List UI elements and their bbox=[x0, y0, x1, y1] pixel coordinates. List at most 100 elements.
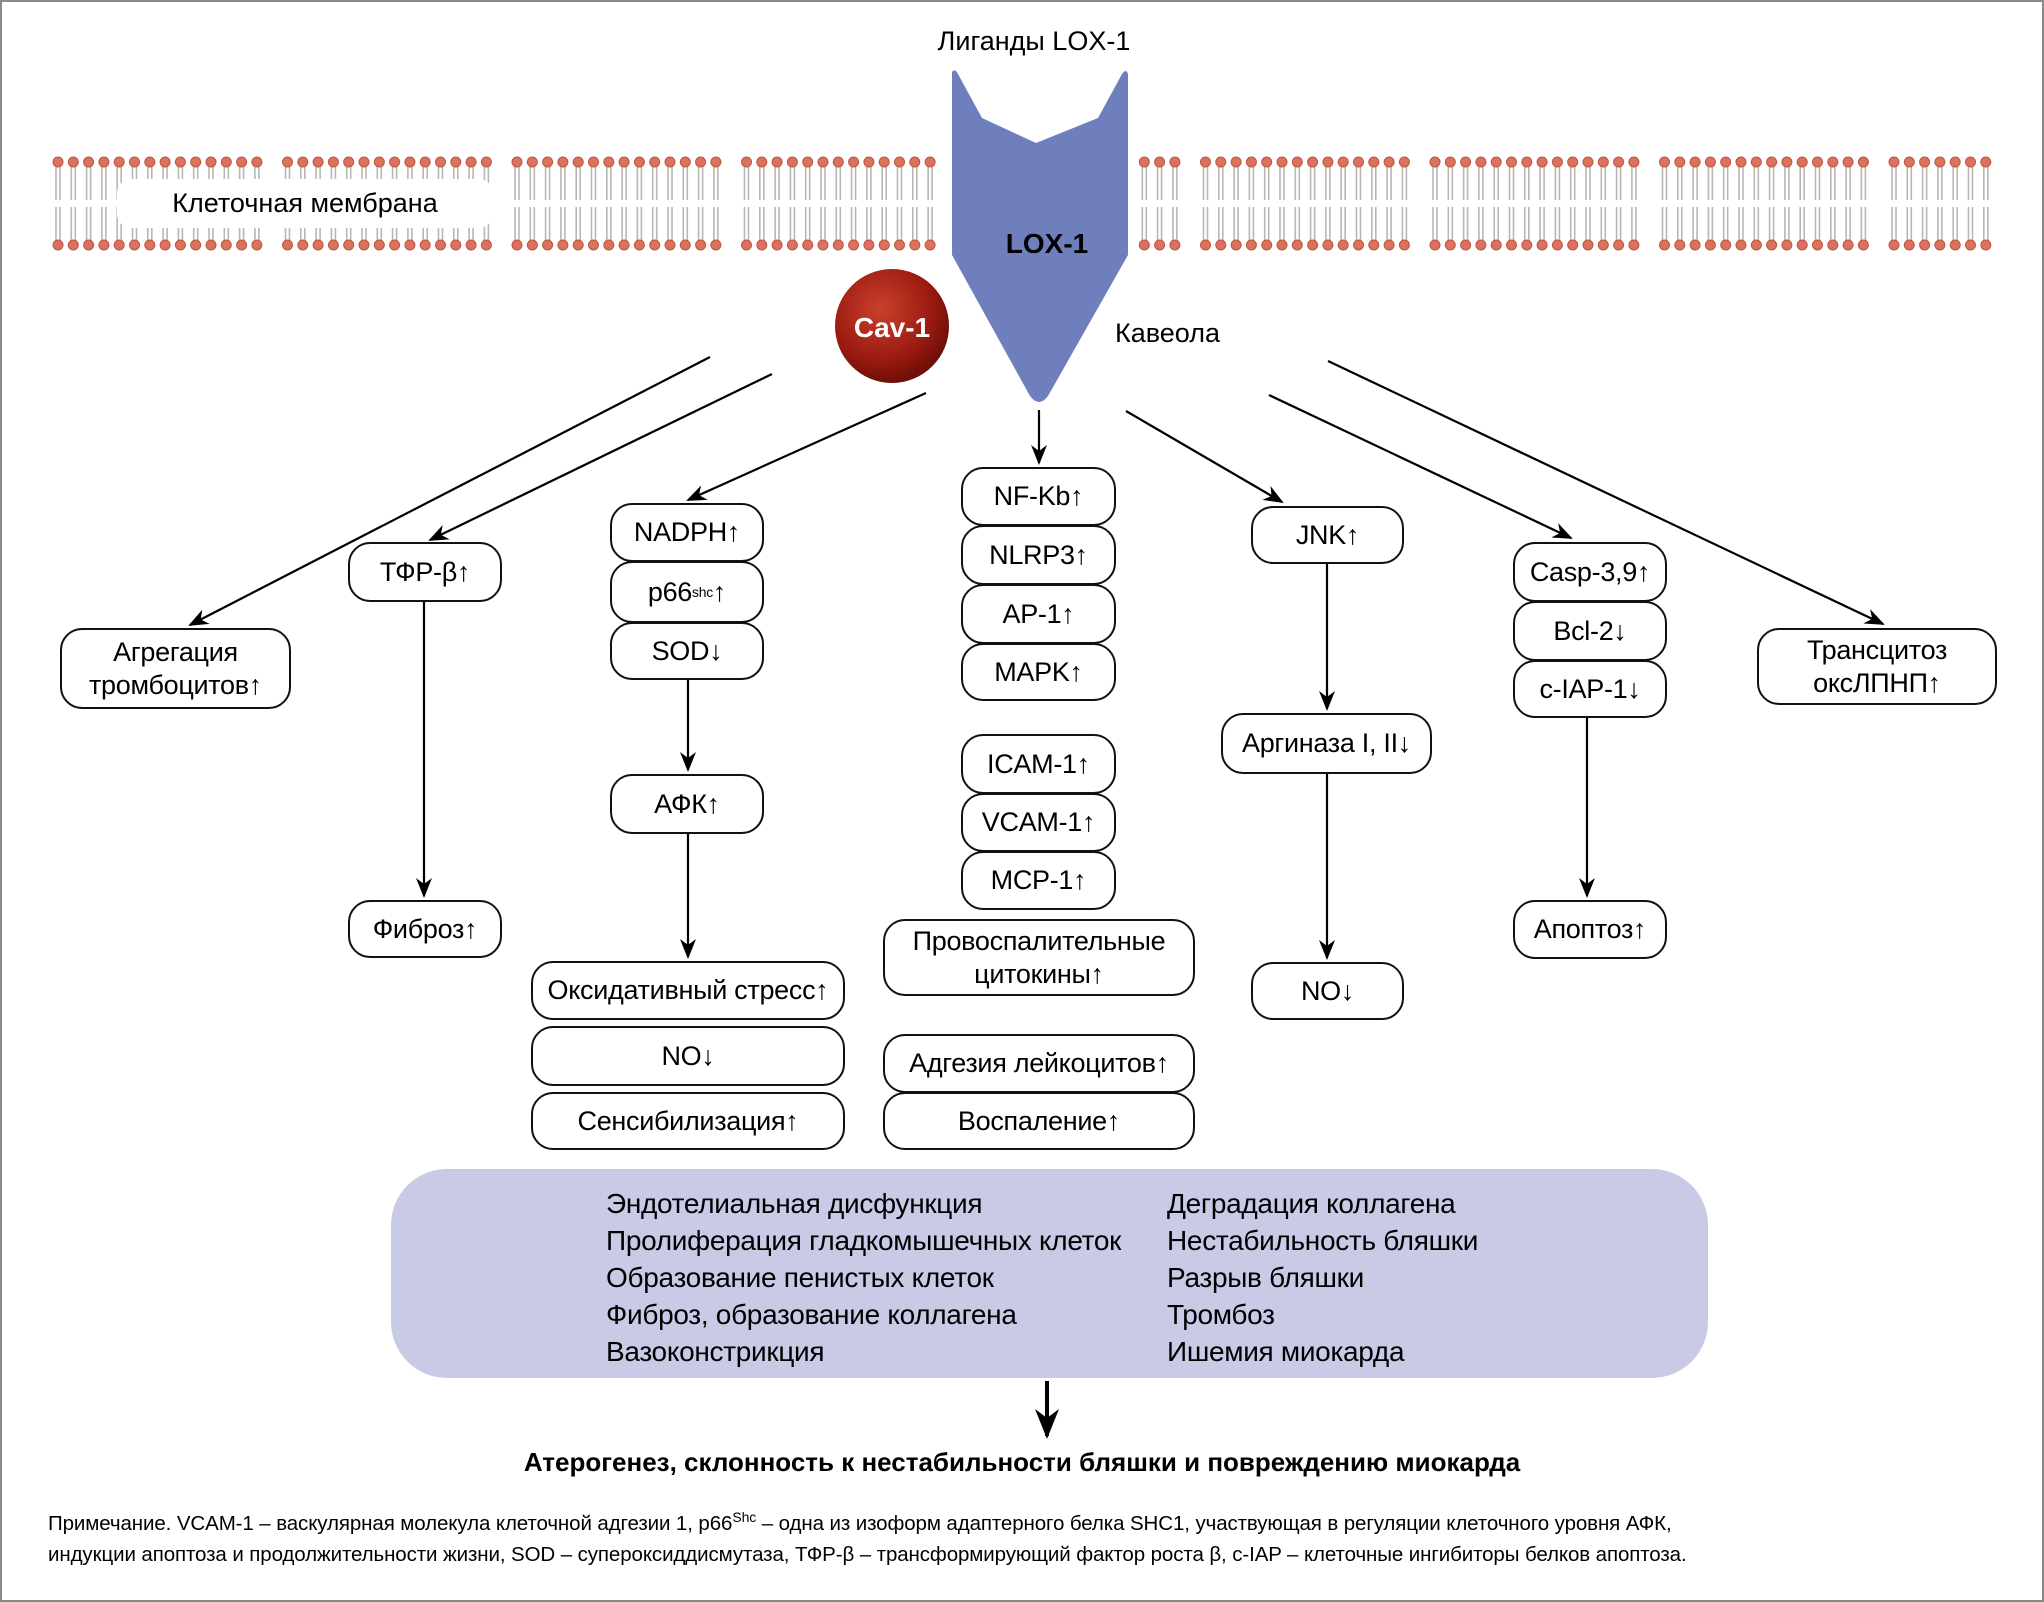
lipid-head bbox=[1398, 239, 1410, 251]
lipid-head bbox=[1444, 239, 1456, 251]
lipid-head bbox=[1169, 156, 1181, 168]
lipid-head bbox=[1154, 239, 1166, 251]
lipid-head bbox=[1230, 239, 1242, 251]
lipid-head bbox=[1888, 156, 1900, 168]
lipid-tail bbox=[1263, 162, 1270, 200]
lipid-head bbox=[695, 156, 707, 168]
lipid-tail bbox=[1432, 162, 1438, 200]
lipid-head bbox=[1307, 156, 1319, 168]
lipid-tail bbox=[1937, 207, 1943, 245]
lipid-tail bbox=[1141, 162, 1148, 200]
lipid-tail bbox=[1600, 162, 1607, 200]
node-jnk: JNK↑ bbox=[1251, 506, 1404, 564]
outcomes-left-column: Эндотелиальная дисфункция Пролиферация г… bbox=[606, 1185, 1121, 1370]
lipid-head bbox=[327, 156, 339, 168]
lipid-tail bbox=[1738, 207, 1744, 245]
nadph-arrow: ↑ bbox=[726, 517, 741, 547]
lipid-tail bbox=[1600, 207, 1607, 245]
lipid-head bbox=[174, 239, 186, 251]
edge-to-jnk bbox=[1125, 410, 1284, 504]
lipid-tail bbox=[575, 162, 581, 200]
node-apoptosis: Апоптоз↑ bbox=[1513, 900, 1667, 959]
edge-to-platelet bbox=[188, 356, 711, 626]
lipid-tail bbox=[1279, 207, 1285, 245]
lipid-head bbox=[526, 156, 538, 168]
lipid-tail bbox=[1325, 162, 1331, 200]
lipid-head bbox=[572, 156, 584, 168]
platelet-line1: Агрегация bbox=[113, 636, 238, 667]
lipid-head bbox=[878, 239, 890, 251]
lipid-tail bbox=[1172, 207, 1178, 245]
lipid-head bbox=[1169, 239, 1181, 251]
lipid-head bbox=[557, 239, 569, 251]
lipid-head bbox=[802, 156, 814, 168]
lipid-tail bbox=[1233, 162, 1239, 200]
lipid-tail bbox=[1753, 207, 1760, 245]
node-bcl2: Bcl-2↓ bbox=[1513, 601, 1667, 661]
lipid-tail bbox=[789, 162, 796, 200]
lipid-tail bbox=[697, 162, 704, 200]
lipid-head bbox=[113, 156, 125, 168]
lipid-head bbox=[618, 239, 630, 251]
lipid-head bbox=[129, 239, 140, 251]
lipid-head bbox=[1965, 239, 1976, 251]
lipid-head bbox=[1230, 156, 1242, 168]
lipid-head bbox=[1215, 156, 1227, 168]
lipid-tail bbox=[820, 162, 826, 200]
outcome-item: Разрыв бляшки bbox=[1167, 1262, 1364, 1293]
lipid-tail bbox=[1172, 162, 1178, 200]
lipid-head bbox=[1888, 239, 1900, 251]
lipid-head bbox=[802, 239, 814, 251]
lipid-head bbox=[710, 156, 722, 168]
lipid-tail bbox=[713, 162, 719, 200]
lipid-head bbox=[1291, 239, 1303, 251]
lipid-tail bbox=[1631, 207, 1637, 245]
lipid-tail bbox=[1508, 207, 1515, 245]
node-mapk: MAPK↑ bbox=[961, 643, 1116, 701]
lipid-tail bbox=[1921, 162, 1928, 200]
lipid-tail bbox=[1279, 162, 1285, 200]
lipid-head bbox=[1245, 239, 1257, 251]
node-transcytosis: Трансцитоз оксЛПНП↑ bbox=[1757, 628, 1997, 705]
lipid-tail bbox=[1462, 207, 1469, 245]
lipid-tail bbox=[1753, 162, 1760, 200]
lipid-head bbox=[1475, 156, 1487, 168]
lipid-head bbox=[1704, 239, 1716, 251]
lipid-head bbox=[1781, 239, 1793, 251]
lipid-head bbox=[404, 156, 416, 168]
outcome-item: Деградация коллагена bbox=[1167, 1188, 1456, 1219]
lipid-tail bbox=[55, 207, 61, 245]
lipid-head bbox=[1857, 156, 1869, 168]
lipid-tail bbox=[1554, 207, 1561, 245]
lipid-tail bbox=[1447, 207, 1454, 245]
lipid-head bbox=[480, 156, 492, 168]
lipid-head bbox=[1903, 156, 1915, 168]
node-icam1: ICAM-1↑ bbox=[961, 734, 1116, 794]
lipid-head bbox=[251, 239, 263, 251]
lipid-head bbox=[1628, 156, 1640, 168]
lipid-tail bbox=[682, 162, 689, 200]
lipid-head bbox=[1781, 156, 1793, 168]
lipid-head bbox=[1628, 239, 1640, 251]
lipid-tail bbox=[1692, 207, 1698, 245]
lipid-tail bbox=[759, 162, 765, 200]
lipid-tail bbox=[1401, 207, 1408, 245]
lipid-tail bbox=[606, 207, 612, 245]
lipid-head bbox=[113, 239, 125, 251]
lipid-head bbox=[1720, 156, 1732, 168]
lipid-head bbox=[1353, 239, 1364, 251]
lipid-tail bbox=[1569, 162, 1576, 200]
lipid-tail bbox=[544, 207, 551, 245]
lipid-tail bbox=[1218, 162, 1224, 200]
lipid-tail bbox=[1906, 207, 1913, 245]
lipid-head bbox=[741, 156, 752, 168]
lipid-tail bbox=[651, 207, 658, 245]
edge-to-transcytosis bbox=[1327, 360, 1885, 625]
node-ap1: AP-1↑ bbox=[961, 584, 1116, 644]
lipid-head bbox=[1551, 239, 1563, 251]
lipid-head bbox=[343, 239, 355, 251]
lipid-tail bbox=[85, 207, 92, 245]
p66-base: p66 bbox=[647, 576, 693, 607]
lipid-head bbox=[236, 239, 248, 251]
lipid-head bbox=[1551, 156, 1563, 168]
